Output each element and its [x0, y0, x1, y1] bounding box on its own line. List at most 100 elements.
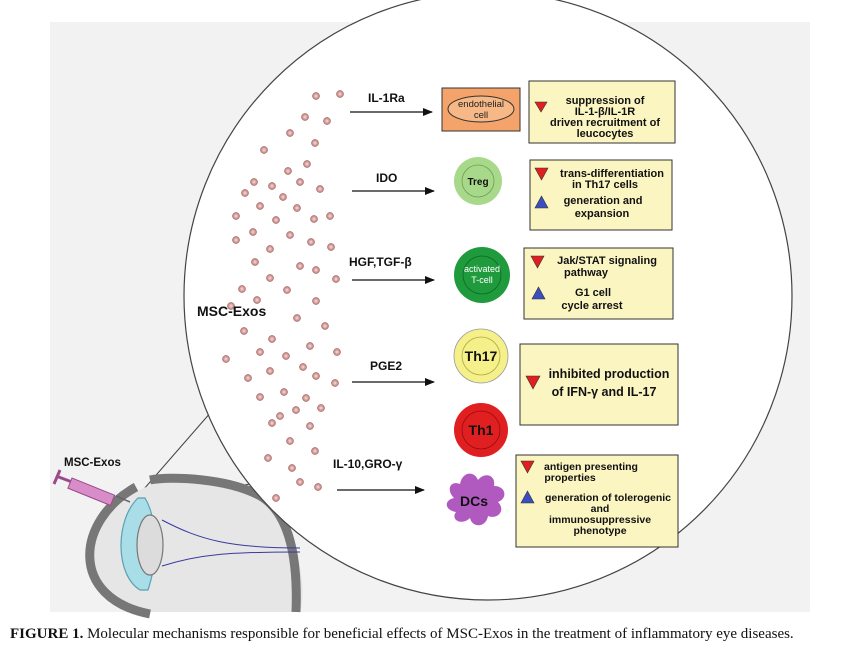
exosome-particle [292, 406, 300, 414]
effect-box-ido: trans-differentiation in Th17 cells gene… [529, 159, 673, 231]
effect-box-pge2: inhibited production of IFN-γ and IL-17 [519, 343, 679, 426]
exosome-particle [312, 297, 320, 305]
exosome-particle [311, 447, 319, 455]
up-triangle-icon [520, 490, 535, 504]
syringe-label: MSC-Exos [64, 457, 121, 469]
effect-text-il10-gro-1: antigen presenting [544, 461, 638, 473]
activated-t-cell: activated T-cell [454, 247, 510, 303]
exosome-particles [222, 90, 344, 502]
exosome-particle [256, 202, 264, 210]
exosome-particle [256, 348, 264, 356]
exosome-particle [266, 274, 274, 282]
eye-illustration [85, 473, 303, 619]
exosome-particle [232, 236, 240, 244]
exosome-particle [288, 464, 296, 472]
effect-text-il10-gro-6: phenotype [573, 525, 626, 537]
exosome-particle [306, 422, 314, 430]
exosome-particle [306, 342, 314, 350]
treg-cell: Treg [454, 157, 502, 205]
exosome-particle [256, 393, 264, 401]
exosome-particle [268, 182, 276, 190]
activated-t-cell-label-2: T-cell [471, 275, 493, 285]
caption-text: Molecular mechanisms responsible for ben… [83, 626, 794, 642]
th1-cell-label: Th1 [469, 422, 494, 438]
exosome-particle [280, 388, 288, 396]
up-triangle-icon [534, 195, 549, 209]
exosome-particle [250, 178, 258, 186]
th1-cell: Th1 [454, 403, 508, 457]
mediator-label-il1ra: IL-1Ra [368, 91, 405, 105]
down-triangle-icon [534, 101, 548, 113]
exosome-particle [316, 185, 324, 193]
effect-text-il10-gro-5: immunosuppressive [549, 514, 651, 526]
effect-text-pge2-2: of IFN-γ and IL-17 [552, 385, 657, 399]
exosome-particle [321, 322, 329, 330]
exosome-particle [331, 379, 339, 387]
exosome-particle [296, 262, 304, 270]
exosome-particle [268, 419, 276, 427]
effect-text-ido-3: generation and [564, 195, 643, 207]
exosome-particle [279, 193, 287, 201]
exosome-particle [299, 363, 307, 371]
exosome-particle [333, 348, 341, 356]
effect-text-il10-gro-2: properties [544, 472, 596, 484]
exosome-particle [282, 352, 290, 360]
exosome-particle [307, 238, 315, 246]
effect-text-ido-1: trans-differentiation [560, 168, 664, 180]
effect-box-il10-gro: antigen presenting properties generation… [515, 454, 679, 548]
exosome-particle [276, 412, 284, 420]
exosome-particle [266, 367, 274, 375]
endothelial-cell: endothelial cell [441, 87, 521, 132]
exosome-particle [286, 437, 294, 445]
exosome-particle [312, 372, 320, 380]
exos-label: MSC-Exos [197, 303, 266, 319]
effect-text-pge2-1: inhibited production [549, 367, 670, 381]
effect-text-hgf-tgf-1: Jak/STAT signaling [557, 255, 657, 267]
effect-text-hgf-tgf-2: pathway [564, 267, 609, 279]
exosome-particle [323, 117, 331, 125]
exosome-particle [293, 314, 301, 322]
down-triangle-icon [520, 460, 535, 474]
exosome-particle [249, 228, 257, 236]
exosome-particle [251, 258, 259, 266]
up-triangle-icon [531, 286, 546, 300]
figure-diagram: MSC-Exos MSC-Exos IL-1Ra IDO HGF,TGF-β P… [50, 0, 810, 619]
exosome-particle [227, 302, 235, 310]
down-triangle-icon [525, 375, 541, 390]
exosome-particle [272, 494, 280, 502]
effect-text-ido-4: expansion [575, 208, 630, 220]
effect-text-il1ra-1: suppression of [566, 95, 645, 107]
treg-cell-label: Treg [467, 177, 488, 188]
exosome-particle [296, 178, 304, 186]
exosome-particle [240, 327, 248, 335]
exosome-particle [302, 394, 310, 402]
endothelial-cell-label-1: endothelial [458, 99, 504, 110]
exosome-particle [311, 139, 319, 147]
mediator-label-pge2: PGE2 [370, 359, 402, 373]
exosome-particle [317, 404, 325, 412]
exosome-particle [332, 275, 340, 283]
exosome-particle [238, 285, 246, 293]
exosome-particle [284, 167, 292, 175]
caption-label: FIGURE 1. [10, 626, 84, 642]
exosome-particle [293, 204, 301, 212]
exosome-particle [272, 216, 280, 224]
exosome-particle [312, 266, 320, 274]
exosome-particle [268, 335, 276, 343]
exosome-particle [222, 355, 230, 363]
dendritic-cell: DCs [446, 473, 505, 526]
exosome-particle [296, 478, 304, 486]
exosome-particle [266, 245, 274, 253]
exosome-particle [232, 212, 240, 220]
figure-caption: FIGURE 1. Molecular mechanisms responsib… [10, 626, 860, 643]
activated-t-cell-label-1: activated [464, 264, 500, 274]
exosome-particle [314, 483, 322, 491]
mediator-label-ido: IDO [376, 171, 397, 185]
effect-text-il1ra-2: IL-1-β/IL-1R [575, 106, 636, 118]
down-triangle-icon [530, 255, 545, 269]
exosome-particle [326, 212, 334, 220]
exosome-particle [286, 129, 294, 137]
exosome-particle [303, 160, 311, 168]
effect-text-hgf-tgf-3: G1 cell [575, 287, 611, 299]
th17-cell-label: Th17 [465, 348, 498, 364]
